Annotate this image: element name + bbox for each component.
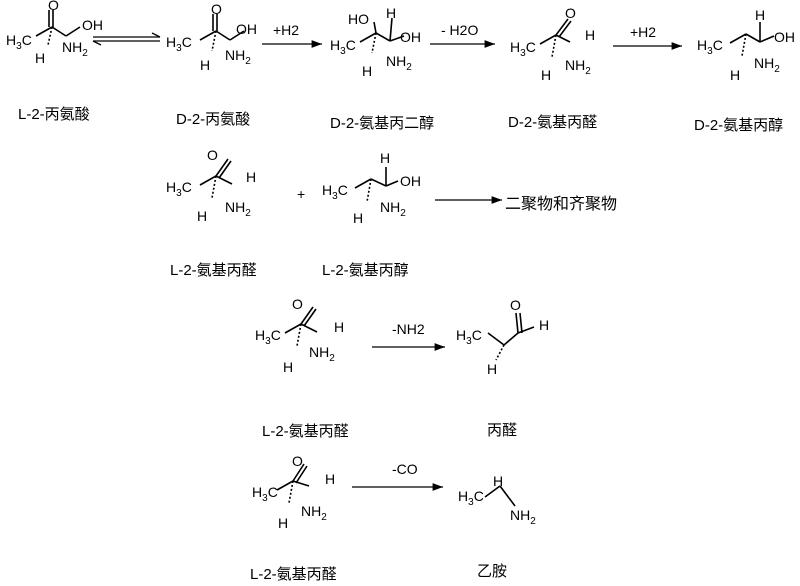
svg-text:O: O bbox=[565, 5, 576, 21]
svg-text:OH: OH bbox=[774, 29, 795, 45]
svg-text:O: O bbox=[211, 1, 222, 17]
svg-text:H3C: H3C bbox=[166, 34, 192, 54]
svg-text:H3C: H3C bbox=[322, 182, 348, 202]
molecule-l-aminopropanal bbox=[199, 158, 233, 199]
arrow-label-minus-nh2: -NH2 bbox=[392, 321, 425, 337]
molecule-d-alanine bbox=[199, 14, 245, 52]
label-l-alcohol: L-2-氨基丙醇 bbox=[322, 262, 409, 279]
svg-text:H: H bbox=[283, 359, 293, 375]
svg-text:H3C: H3C bbox=[458, 488, 484, 508]
molecule-d-aminopropanediol bbox=[359, 17, 405, 54]
svg-text:H: H bbox=[325, 471, 335, 487]
svg-text:NH2: NH2 bbox=[309, 344, 335, 364]
arrow-label-h2-1: +H2 bbox=[273, 22, 300, 38]
molecule-l-aminopropanol bbox=[354, 167, 399, 203]
svg-text:H: H bbox=[386, 5, 396, 21]
svg-text:H: H bbox=[362, 63, 372, 79]
svg-text:H3C: H3C bbox=[330, 37, 356, 57]
label-ethylamine: 乙胺 bbox=[477, 563, 508, 580]
plus-sign: + bbox=[297, 186, 306, 202]
svg-text:H: H bbox=[246, 169, 256, 185]
label-reactant-row4: L-2-氨基丙醛 bbox=[250, 566, 337, 583]
svg-text:HO: HO bbox=[348, 11, 369, 27]
arrow-label-h2-2: +H2 bbox=[630, 24, 657, 40]
svg-text:H3C: H3C bbox=[252, 484, 278, 504]
svg-text:NH2: NH2 bbox=[386, 53, 412, 73]
svg-text:H3C: H3C bbox=[166, 179, 192, 199]
svg-text:H: H bbox=[487, 361, 497, 377]
svg-text:H3C: H3C bbox=[6, 32, 32, 52]
svg-text:H: H bbox=[35, 50, 45, 66]
svg-text:NH2: NH2 bbox=[754, 55, 780, 75]
svg-text:NH2: NH2 bbox=[301, 503, 327, 523]
svg-text:H: H bbox=[200, 57, 210, 73]
label-reactant-row3: L-2-氨基丙醛 bbox=[262, 423, 349, 440]
svg-text:H3C: H3C bbox=[255, 327, 281, 347]
molecule-d-aminopropanol bbox=[729, 22, 775, 57]
svg-text:H: H bbox=[755, 7, 765, 23]
molecule-l-aminopropanal-4 bbox=[276, 463, 310, 504]
svg-text:NH2: NH2 bbox=[565, 57, 591, 77]
svg-text:NH2: NH2 bbox=[225, 199, 251, 219]
label-l-alanine: L-2-丙氨酸 bbox=[18, 106, 90, 123]
svg-text:NH2: NH2 bbox=[380, 199, 406, 219]
svg-text:NH2: NH2 bbox=[225, 47, 251, 67]
label-l-aldehyde: L-2-氨基丙醛 bbox=[170, 262, 257, 279]
molecule-propanal bbox=[487, 312, 535, 361]
svg-text:H: H bbox=[278, 515, 288, 531]
molecule-l-alanine bbox=[35, 10, 81, 46]
svg-text:O: O bbox=[292, 296, 303, 312]
label-d-alanine: D-2-丙氨酸 bbox=[176, 111, 251, 128]
svg-text:H: H bbox=[353, 210, 363, 226]
svg-text:H: H bbox=[585, 27, 595, 43]
arrow-label-minus-h2o: - H2O bbox=[441, 22, 479, 38]
equilibrium-arrow bbox=[92, 32, 161, 46]
product-oligomers: 二聚物和齐聚物 bbox=[505, 196, 618, 213]
svg-text:O: O bbox=[207, 147, 218, 163]
svg-text:H: H bbox=[197, 208, 207, 224]
svg-text:OH: OH bbox=[82, 17, 103, 33]
svg-text:H3C: H3C bbox=[456, 327, 482, 347]
molecule-ethylamine bbox=[484, 485, 516, 507]
svg-text:H3C: H3C bbox=[697, 37, 723, 57]
svg-text:H: H bbox=[541, 67, 551, 83]
label-d-aldehyde: D-2-氨基丙醛 bbox=[508, 114, 598, 131]
molecule-d-aminopropanal bbox=[539, 18, 572, 58]
svg-text:O: O bbox=[48, 0, 59, 13]
svg-text:OH: OH bbox=[236, 21, 257, 37]
svg-text:H: H bbox=[380, 150, 390, 166]
label-d-alcohol: D-2-氨基丙醇 bbox=[694, 117, 784, 134]
svg-text:H: H bbox=[539, 317, 549, 333]
svg-text:OH: OH bbox=[400, 29, 421, 45]
label-propanal: 丙醛 bbox=[487, 422, 518, 439]
svg-text:O: O bbox=[292, 453, 303, 469]
svg-text:H: H bbox=[493, 473, 503, 489]
svg-text:H: H bbox=[334, 319, 344, 335]
svg-text:NH2: NH2 bbox=[510, 507, 536, 527]
svg-text:H: H bbox=[730, 67, 740, 83]
label-d-diol: D-2-氨基丙二醇 bbox=[330, 115, 435, 132]
arrow-label-minus-co: -CO bbox=[392, 461, 418, 477]
svg-text:H3C: H3C bbox=[510, 39, 536, 59]
svg-text:OH: OH bbox=[400, 173, 421, 189]
svg-text:O: O bbox=[510, 297, 521, 313]
svg-text:NH2: NH2 bbox=[62, 39, 88, 59]
molecule-l-aminopropanal-3 bbox=[284, 306, 318, 347]
